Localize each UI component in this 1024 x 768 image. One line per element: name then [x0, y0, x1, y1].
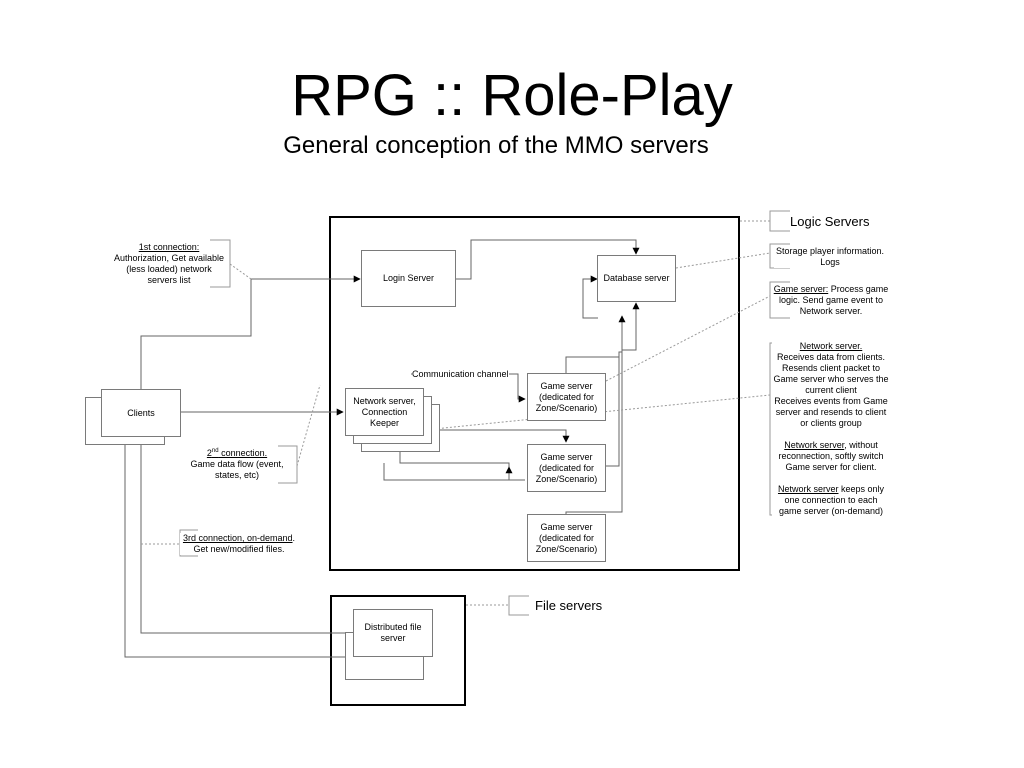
file-servers-label: File servers	[535, 598, 603, 613]
file-server-node[interactable]: Distributed file server	[353, 609, 433, 657]
third-connection-note: 3rd connection, on-demand. Get new/modif…	[180, 533, 298, 555]
edge-clients-file-1	[140, 437, 353, 634]
database-server-node[interactable]: Database server	[597, 255, 676, 302]
game-server-node-1[interactable]: Game server (dedicated for Zone/Scenario…	[527, 373, 606, 421]
edge-network-gs2a	[425, 429, 570, 443]
third-connection-body: Get new/modified files.	[193, 544, 285, 554]
slide-subtitle: General conception of the MMO servers	[283, 132, 709, 159]
first-connection-heading: 1st connection:	[138, 242, 200, 252]
game-server-note: Game server: Process game logic. Send ga…	[772, 284, 890, 317]
network-server-note-heading: Network server.	[799, 341, 863, 351]
second-connection-body: Game data flow (event, states, etc)	[190, 459, 284, 480]
edge-login-database	[456, 239, 640, 280]
game-server-note-heading: Game server:	[773, 284, 829, 294]
network-server-node[interactable]: Network server, Connection Keeper	[345, 388, 424, 436]
logic-servers-frame	[329, 216, 740, 571]
edge-network-gs2b	[399, 452, 510, 468]
game-server-note-body: Process game logic. Send game event to N…	[778, 284, 889, 316]
first-connection-body: Authorization, Get available (less loade…	[113, 253, 225, 285]
network-server-note-p1: Receives data from clients. Resends clie…	[773, 352, 889, 395]
network-server-note-p3: , without reconnection, softly switch Ga…	[778, 440, 884, 472]
first-connection-note: 1st connection: Authorization, Get avail…	[112, 242, 226, 286]
file-servers-frame	[330, 595, 466, 706]
second-connection-heading: 2nd connection.	[206, 448, 268, 458]
second-connection-note: 2nd connection. Game data flow (event, s…	[182, 448, 292, 481]
logic-servers-label: Logic Servers	[790, 214, 870, 229]
game-server-node-2[interactable]: Game server (dedicated for Zone/Scenario…	[527, 444, 606, 492]
storage-note: Storage player information. Logs	[774, 246, 886, 268]
network-server-note-p4: keeps only one connection to each game s…	[778, 484, 885, 516]
edge-clients-login	[140, 275, 361, 389]
edge-gs1-database	[565, 315, 626, 373]
communication-channel-label: Communication channel	[412, 369, 509, 380]
network-server-note-p3-link: Network server	[784, 440, 845, 450]
slide-title: RPG :: Role-Play	[291, 63, 733, 128]
network-server-note: Network server. Receives data from clien…	[772, 341, 890, 517]
game-server-node-3[interactable]: Game server (dedicated for Zone/Scenario…	[527, 514, 606, 562]
third-connection-heading: 3rd connection, on-demand	[182, 533, 293, 543]
network-server-note-p4-link: Network server	[777, 484, 839, 494]
network-server-note-p2: Receives events from Game server and res…	[774, 396, 888, 428]
edge-network-gs2c	[383, 463, 525, 481]
edge-database-loop	[582, 275, 598, 319]
edge-gs2-database	[606, 357, 620, 467]
clients-node[interactable]: Clients	[101, 389, 181, 437]
edge-clients-file-2	[124, 437, 345, 658]
edge-gs3-database	[565, 302, 640, 514]
login-server-node[interactable]: Login Server	[361, 250, 456, 307]
